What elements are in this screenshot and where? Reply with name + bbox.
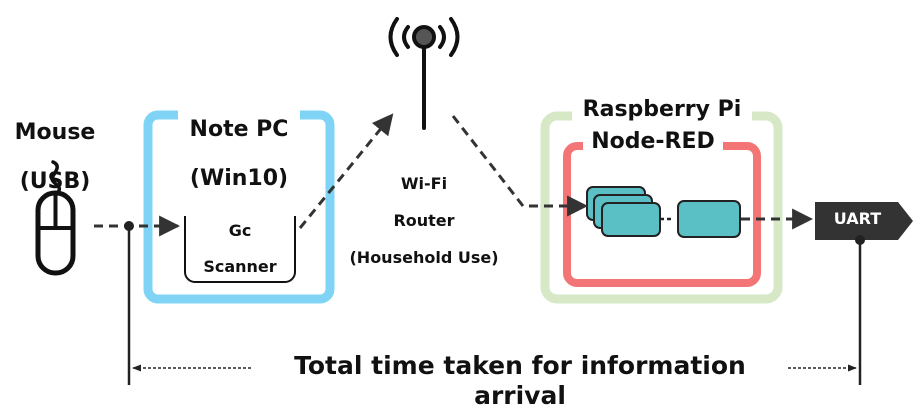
diagram-canvas: Mouse (USB) Note PC (Win10) Gc Scanner W… xyxy=(10,17,913,411)
antenna-icon xyxy=(388,17,460,130)
scanner-label-line2: Scanner xyxy=(203,256,277,276)
scanner-label: Gc Scanner xyxy=(187,204,293,294)
notepc-label-line2: (Win10) xyxy=(189,165,289,191)
scanner-label-line1: Gc xyxy=(228,220,252,240)
arrow-router-to-nodered xyxy=(451,115,589,217)
router-label-line3: (Household Use) xyxy=(349,247,499,267)
flow-node xyxy=(601,202,661,237)
mouse-label-line1: Mouse xyxy=(14,119,96,145)
timing-label: Total time taken for information arrival xyxy=(252,351,788,411)
arrow-scanner-to-router xyxy=(298,113,394,229)
node-stack xyxy=(586,186,661,237)
raspi-label: Raspberry Pi xyxy=(572,97,752,123)
nodered-label: Node-RED xyxy=(583,129,723,155)
flow-node-output xyxy=(677,200,741,238)
uart-label: UART xyxy=(833,209,882,228)
router-label: Wi-Fi Router (Household Use) xyxy=(338,157,510,286)
router-label-line2: Router xyxy=(393,211,455,231)
router-label-line1: Wi-Fi xyxy=(400,174,448,194)
notepc-label: Note PC (Win10) xyxy=(178,93,300,217)
mouse-label-line2: (USB) xyxy=(19,168,91,194)
mouse-icon xyxy=(35,160,76,276)
mouse-label: Mouse (USB) xyxy=(10,96,100,219)
notepc-label-line1: Note PC xyxy=(189,116,289,142)
uart-tag xyxy=(815,202,913,240)
